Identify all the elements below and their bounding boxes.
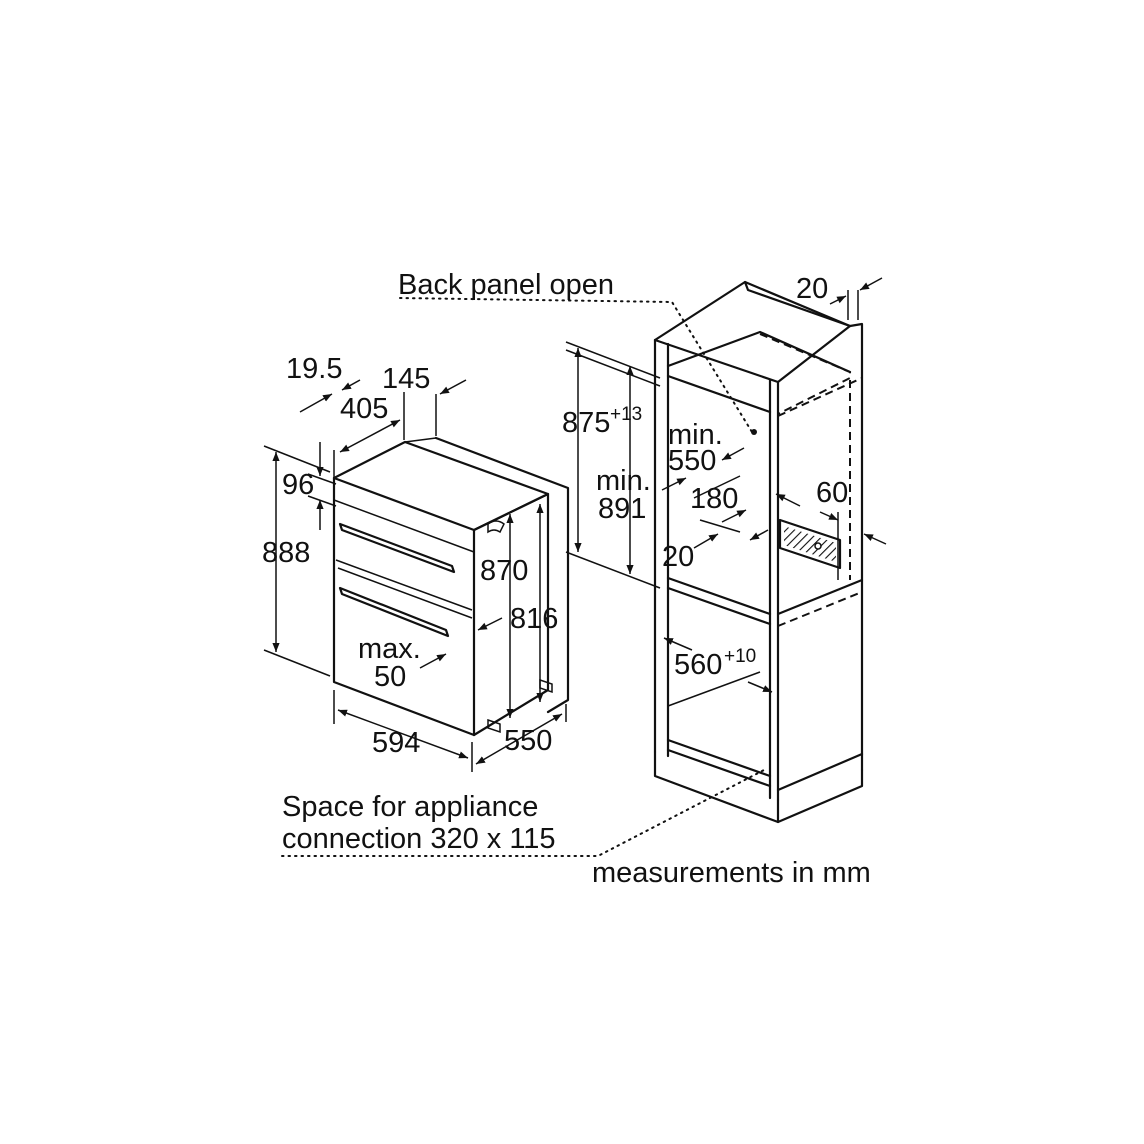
dim-870: 870 bbox=[480, 555, 528, 587]
oven-dimension-lines bbox=[263, 379, 567, 772]
dim-888: 888 bbox=[262, 537, 310, 569]
space-label-line2: connection 320 x 115 bbox=[282, 823, 556, 855]
dim-min550-line1: min. bbox=[668, 419, 723, 451]
cabinet-drawing bbox=[653, 280, 864, 824]
dim-405: 405 bbox=[340, 393, 388, 425]
dim-816: 816 bbox=[510, 603, 558, 635]
dim-594: 594 bbox=[372, 727, 420, 759]
back-panel-label: Back panel open bbox=[398, 269, 614, 301]
leader-lines bbox=[281, 297, 771, 857]
dim-19-5: 19.5 bbox=[286, 353, 342, 385]
dim-60: 60 bbox=[816, 477, 848, 509]
dim-560: 560 bbox=[674, 649, 722, 681]
space-label-line1: Space for appliance bbox=[282, 791, 538, 823]
dim-min550-line2: 550 bbox=[668, 445, 716, 477]
dim-560-tolerance: +10 bbox=[724, 646, 756, 667]
dim-20-inner: 20 bbox=[662, 541, 694, 573]
dim-min891-line1: min. bbox=[596, 465, 651, 497]
dim-96: 96 bbox=[282, 469, 314, 501]
text-labels: Back panel open Space for appliance conn… bbox=[262, 269, 871, 889]
dim-875-tolerance: +13 bbox=[610, 404, 642, 425]
dim-20-top: 20 bbox=[796, 273, 828, 305]
dim-max-line2: 50 bbox=[374, 661, 406, 693]
dim-min891-line2: 891 bbox=[598, 493, 646, 525]
oven-drawing bbox=[332, 436, 570, 737]
dim-145: 145 bbox=[382, 363, 430, 395]
dim-875: 875 bbox=[562, 407, 610, 439]
cabinet-dimension-lines bbox=[565, 277, 887, 693]
dim-max-line1: max. bbox=[358, 633, 421, 665]
dim-550: 550 bbox=[504, 725, 552, 757]
measurements-label: measurements in mm bbox=[592, 857, 871, 889]
dim-180: 180 bbox=[690, 483, 738, 515]
